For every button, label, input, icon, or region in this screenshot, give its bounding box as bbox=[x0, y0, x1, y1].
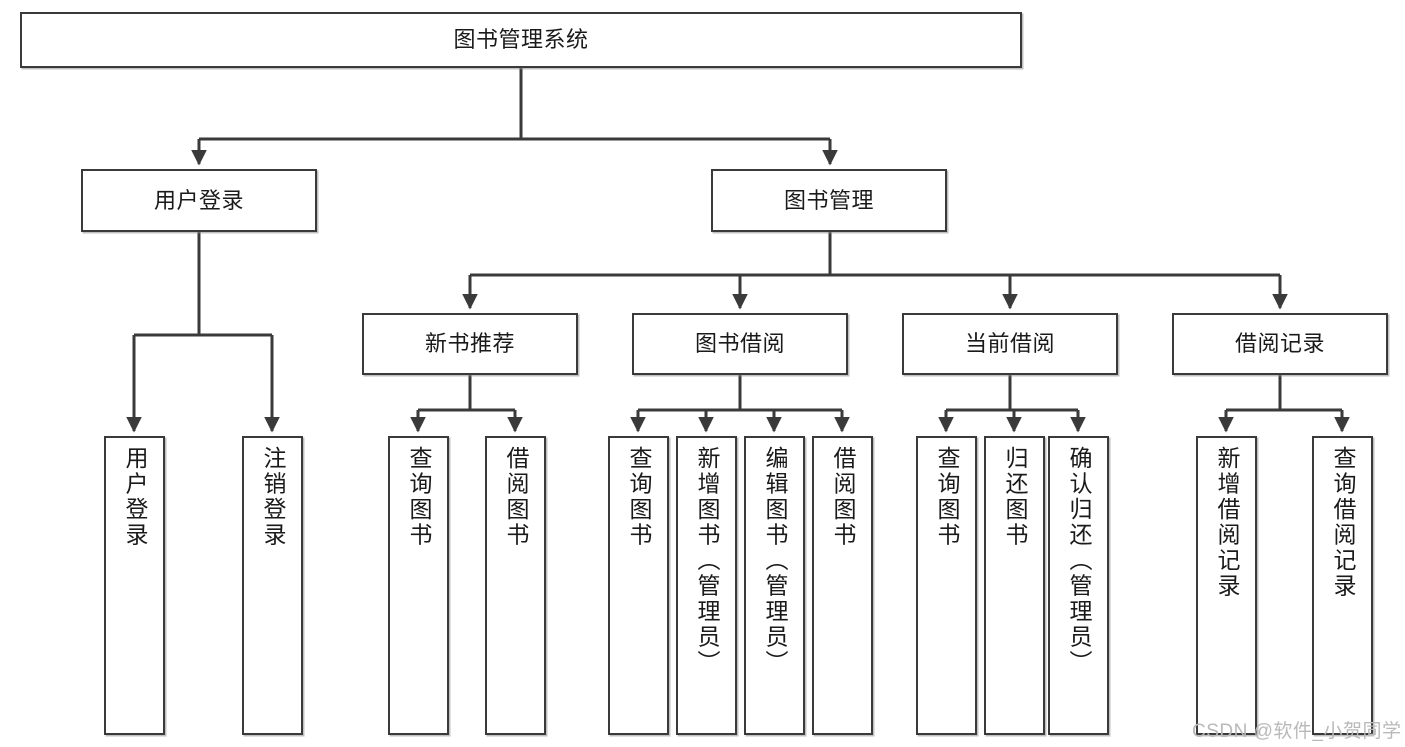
node-leaf-query-book-3[interactable]: 查询图书 bbox=[916, 436, 977, 735]
node-leaf-user-logout[interactable]: 注销登录 bbox=[242, 436, 303, 735]
node-leaf-query-book-1-label: 查询图书 bbox=[406, 446, 432, 548]
node-leaf-query-book-2[interactable]: 查询图书 bbox=[608, 436, 669, 735]
node-leaf-query-record-label: 查询借阅记录 bbox=[1330, 446, 1356, 599]
node-leaf-return-book[interactable]: 归还图书 bbox=[984, 436, 1045, 735]
node-leaf-user-logout-label: 注销登录 bbox=[260, 446, 286, 548]
node-leaf-add-book-label: 新增图书（管理员） bbox=[694, 446, 720, 676]
node-new-book-rec-label: 新书推荐 bbox=[424, 331, 515, 357]
node-book-borrow[interactable]: 图书借阅 bbox=[632, 313, 848, 375]
node-book-manage-label: 图书管理 bbox=[783, 187, 874, 213]
node-current-borrow[interactable]: 当前借阅 bbox=[902, 313, 1118, 375]
node-user-login-label: 用户登录 bbox=[153, 187, 244, 213]
node-current-borrow-label: 当前借阅 bbox=[964, 331, 1055, 357]
node-leaf-query-book-1[interactable]: 查询图书 bbox=[388, 436, 449, 735]
node-leaf-add-book[interactable]: 新增图书（管理员） bbox=[676, 436, 737, 735]
node-leaf-borrow-book-2-label: 借阅图书 bbox=[830, 446, 856, 548]
node-leaf-edit-book-label: 编辑图书（管理员） bbox=[762, 446, 788, 676]
node-user-login[interactable]: 用户登录 bbox=[81, 169, 317, 232]
node-leaf-borrow-book-1-label: 借阅图书 bbox=[503, 446, 529, 548]
node-leaf-borrow-book-1[interactable]: 借阅图书 bbox=[485, 436, 546, 735]
node-leaf-return-book-label: 归还图书 bbox=[1002, 446, 1028, 548]
node-leaf-confirm-return-label: 确认归还（管理员） bbox=[1066, 446, 1092, 676]
node-leaf-add-record-label: 新增借阅记录 bbox=[1214, 446, 1240, 599]
node-leaf-user-login-label: 用户登录 bbox=[122, 446, 148, 548]
node-leaf-query-book-2-label: 查询图书 bbox=[626, 446, 652, 548]
node-book-borrow-label: 图书借阅 bbox=[694, 331, 785, 357]
node-leaf-add-record[interactable]: 新增借阅记录 bbox=[1196, 436, 1257, 735]
node-leaf-query-record[interactable]: 查询借阅记录 bbox=[1312, 436, 1373, 735]
node-leaf-edit-book[interactable]: 编辑图书（管理员） bbox=[744, 436, 805, 735]
node-leaf-borrow-book-2[interactable]: 借阅图书 bbox=[812, 436, 873, 735]
node-book-manage[interactable]: 图书管理 bbox=[711, 169, 947, 232]
node-leaf-confirm-return[interactable]: 确认归还（管理员） bbox=[1048, 436, 1109, 735]
node-root[interactable]: 图书管理系统 bbox=[20, 12, 1022, 68]
node-leaf-user-login[interactable]: 用户登录 bbox=[104, 436, 165, 735]
node-root-label: 图书管理系统 bbox=[453, 27, 589, 53]
watermark: CSDN @软件_小贺同学 bbox=[1192, 721, 1402, 742]
node-borrow-record[interactable]: 借阅记录 bbox=[1172, 313, 1388, 375]
node-borrow-record-label: 借阅记录 bbox=[1234, 331, 1325, 357]
node-leaf-query-book-3-label: 查询图书 bbox=[934, 446, 960, 548]
node-new-book-rec[interactable]: 新书推荐 bbox=[362, 313, 578, 375]
